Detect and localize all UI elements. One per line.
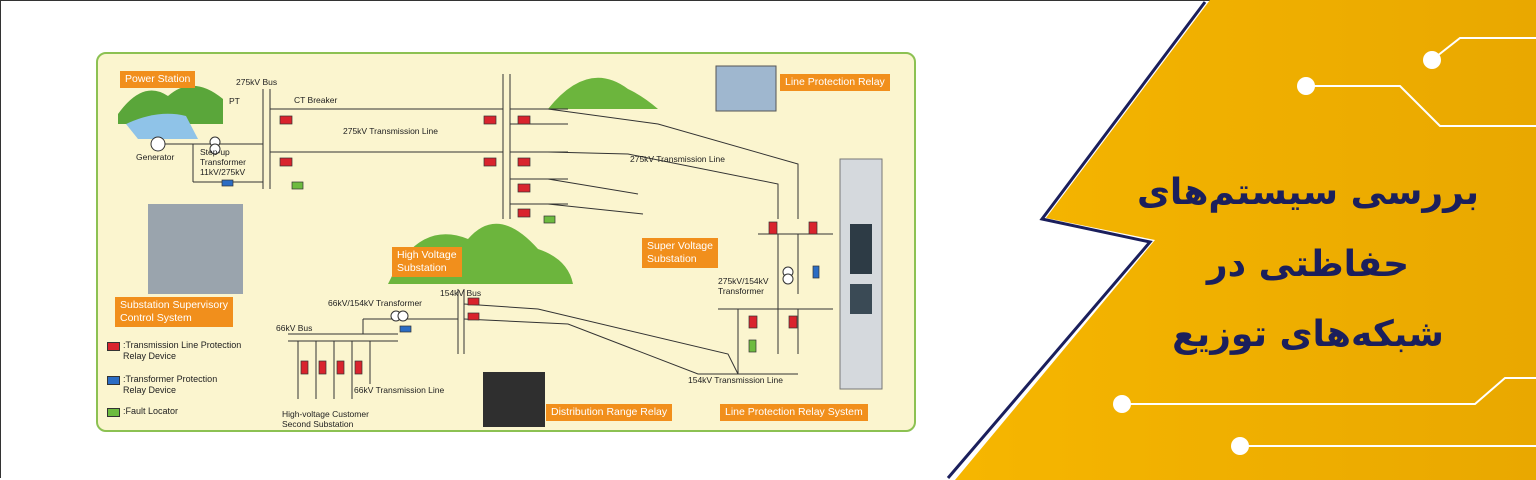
legend-item-transformer-relay: :Transformer Protection Relay Device — [107, 374, 217, 396]
legend-swatch — [107, 376, 120, 385]
tag-super-voltage-substation: Super Voltage Substation — [642, 238, 718, 268]
banner-shape — [955, 0, 1536, 480]
circuit-dots — [1113, 51, 1441, 455]
legend-item-fault-locator: :Fault Locator — [107, 406, 178, 417]
label-275-154-transformer: 275kV/154kV Transformer — [718, 276, 769, 296]
protection-diagram: Power Station Line Protection Relay High… — [96, 52, 916, 432]
label-275kv-line-b: 275kV Transmission Line — [630, 154, 725, 164]
circuit-lines — [1122, 37, 1536, 447]
banner-edge-line — [946, 1, 1207, 479]
control-room-photo — [148, 204, 243, 294]
label-generator: Generator — [136, 152, 175, 162]
legend-item-transmission-relay: :Transmission Line Protection Relay Devi… — [107, 340, 241, 362]
legend-swatch — [107, 342, 120, 351]
tag-high-voltage-substation: High Voltage Substation — [392, 247, 462, 277]
label-customer-substation: High-voltage Customer Second Substation — [282, 409, 369, 429]
label-pt: PT — [229, 96, 240, 106]
relay-markers — [221, 115, 820, 375]
tag-line-protection-relay-system: Line Protection Relay System — [720, 404, 868, 421]
label-275kv-line-a: 275kV Transmission Line — [343, 126, 438, 136]
distribution-relay-photo — [483, 372, 545, 427]
tag-power-station: Power Station — [120, 71, 196, 88]
tag-line-protection-relay: Line Protection Relay — [780, 74, 890, 91]
label-154kv-bus: 154kV Bus — [440, 288, 482, 298]
legend-swatch — [107, 408, 120, 417]
banner-title-line-2: حفاظتی در — [1206, 244, 1410, 285]
label-stepup-transformer: Step-up Transformer 11kV/275kV — [200, 147, 246, 177]
label-66-154-transformer: 66kV/154kV Transformer — [328, 298, 423, 308]
banner-title-line-1: بررسی سیستم‌های — [1136, 172, 1480, 213]
label-ct-breaker: CT Breaker — [294, 95, 338, 105]
banner-title-line-3: شبکه‌های توزیع — [1172, 314, 1444, 355]
relay-photo — [715, 65, 777, 112]
label-154kv-line: 154kV Transmission Line — [688, 375, 783, 385]
label-66kv-line: 66kV Transmission Line — [354, 385, 445, 395]
tag-distribution-range-relay: Distribution Range Relay — [546, 404, 673, 421]
label-275kv-bus: 275kV Bus — [236, 77, 278, 87]
equipment-symbols — [150, 136, 794, 322]
label-66kv-bus: 66kV Bus — [276, 323, 313, 333]
tag-supervisory-control: Substation Supervisory Control System — [115, 297, 233, 327]
